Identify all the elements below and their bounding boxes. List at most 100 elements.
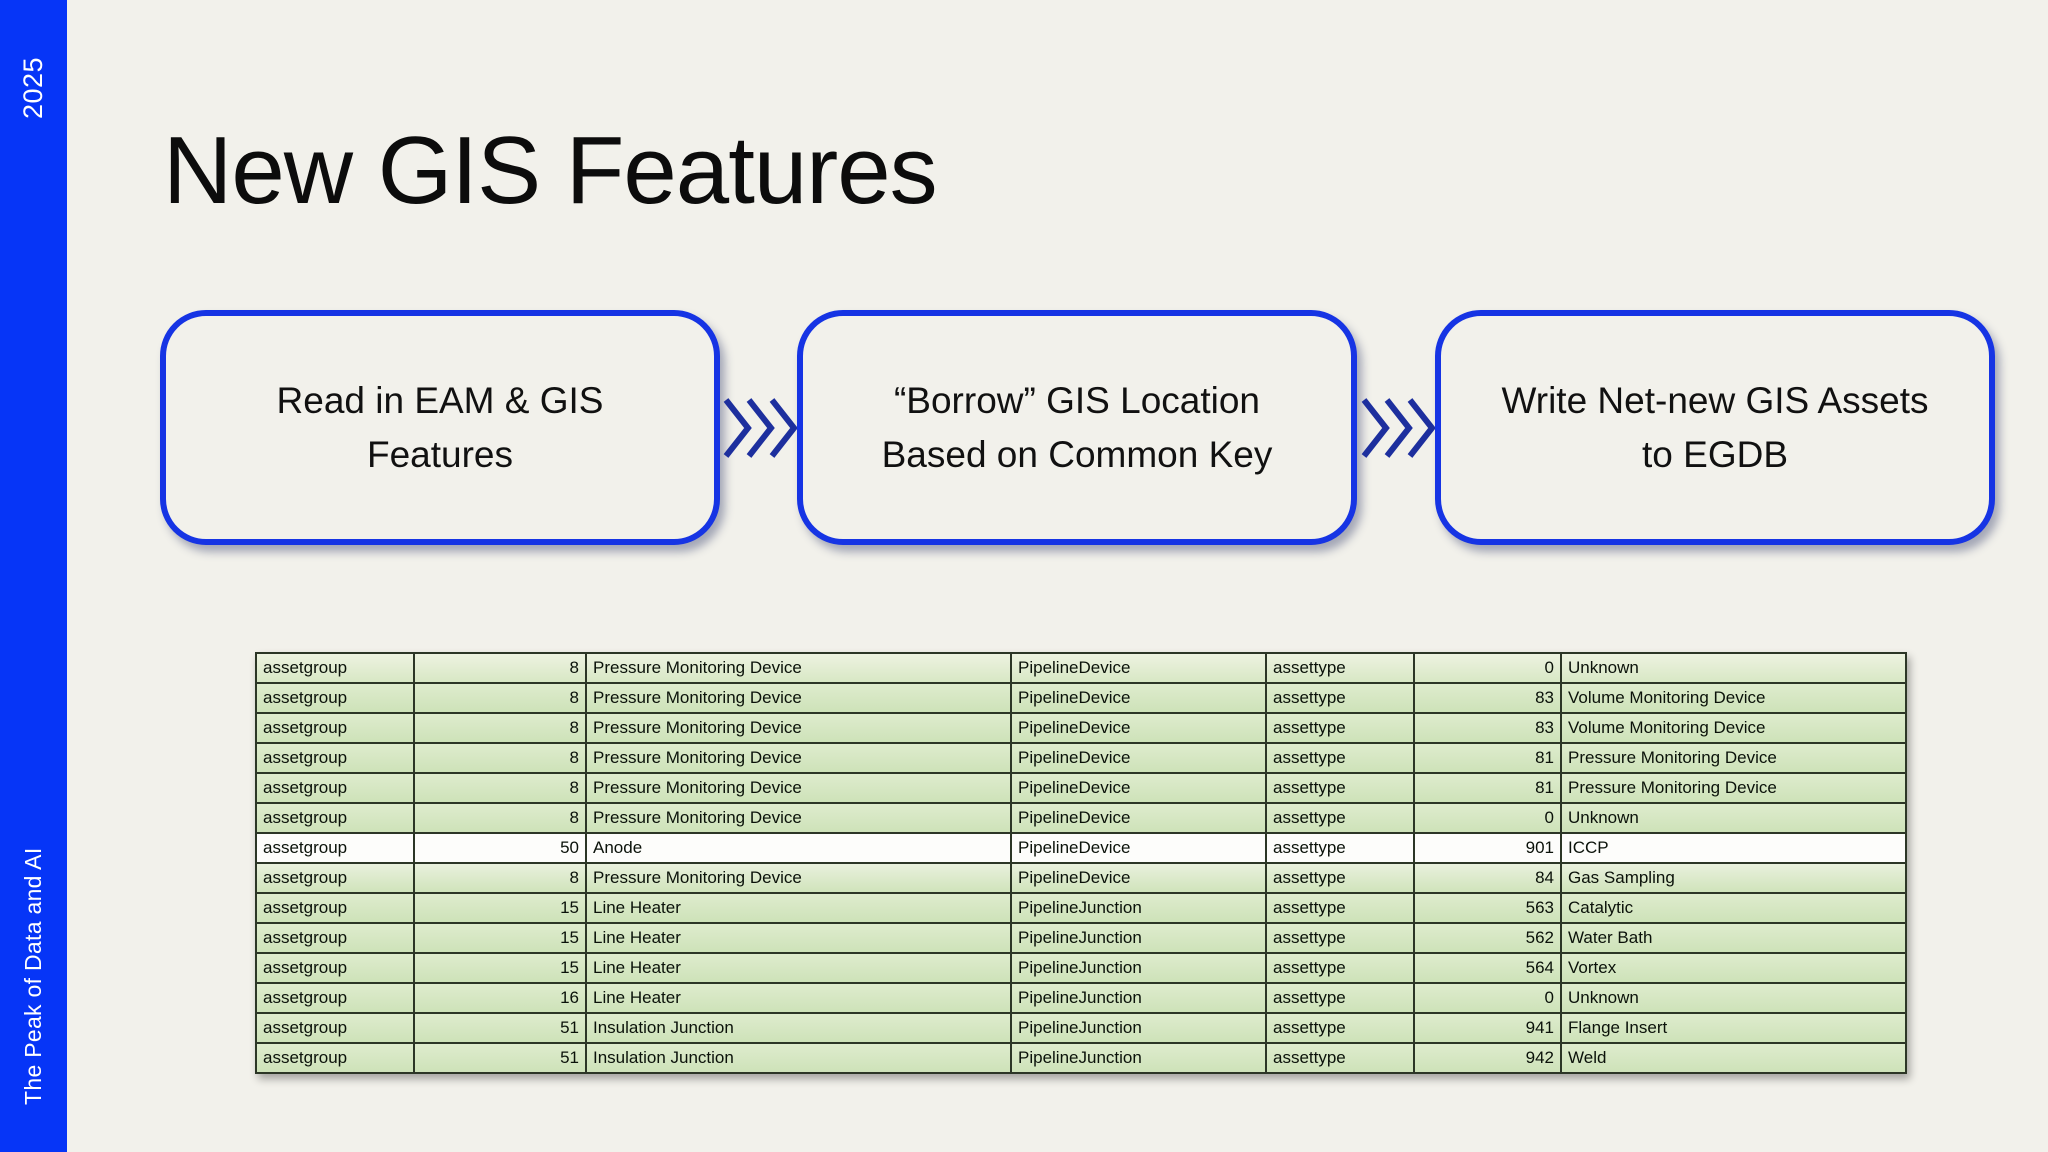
table-cell: assettype [1265, 802, 1415, 834]
flow-step-label-line: to EGDB [1642, 433, 1788, 475]
table-cell: Pressure Monitoring Device [1560, 772, 1907, 804]
table-cell: 8 [413, 742, 587, 774]
table-cell: PipelineJunction [1010, 922, 1267, 954]
table-cell: 564 [1413, 952, 1562, 984]
table-cell: 81 [1413, 742, 1562, 774]
table-cell: assetgroup [255, 802, 415, 834]
table-cell: assettype [1265, 952, 1415, 984]
flow-step-label-line: Read in EAM & GIS [276, 379, 604, 421]
table-cell: assetgroup [255, 862, 415, 894]
table-cell: 0 [1413, 982, 1562, 1014]
table-cell: 8 [413, 772, 587, 804]
table-cell: 8 [413, 682, 587, 714]
flow-step-write-net-new-assets: Write Net-new GIS Assets to EGDB [1435, 310, 1995, 545]
table-cell: Pressure Monitoring Device [585, 712, 1012, 744]
table-cell: Line Heater [585, 892, 1012, 924]
brand-rail: 2025 The Peak of Data and AI [0, 0, 67, 1152]
table-cell: Catalytic [1560, 892, 1907, 924]
table-cell: assetgroup [255, 1012, 415, 1044]
table-cell: 8 [413, 652, 587, 684]
table-cell: Flange Insert [1560, 1012, 1907, 1044]
table-cell: PipelineJunction [1010, 982, 1267, 1014]
flow-step-label-line: Based on Common Key [881, 433, 1273, 475]
table-cell: Pressure Monitoring Device [585, 742, 1012, 774]
table-cell: assettype [1265, 772, 1415, 804]
table-cell: PipelineDevice [1010, 652, 1267, 684]
table-cell: 50 [413, 832, 587, 864]
flow-step-read-eam-gis: Read in EAM & GIS Features [160, 310, 720, 545]
table-cell: 51 [413, 1012, 587, 1044]
table-cell: assettype [1265, 892, 1415, 924]
footer-brand-label: The Peak of Data and AI [20, 847, 46, 1105]
table-cell: assetgroup [255, 952, 415, 984]
table-cell: 84 [1413, 862, 1562, 894]
table-cell: assetgroup [255, 652, 415, 684]
table-cell: Volume Monitoring Device [1560, 682, 1907, 714]
table-cell: Line Heater [585, 952, 1012, 984]
table-cell: 8 [413, 712, 587, 744]
table-cell: assettype [1265, 832, 1415, 864]
flow-chevrons-icon [723, 398, 798, 458]
table-cell: Line Heater [585, 982, 1012, 1014]
table-cell: assettype [1265, 652, 1415, 684]
table-cell: PipelineJunction [1010, 1042, 1267, 1074]
year-label: 2025 [18, 56, 48, 120]
table-cell: Insulation Junction [585, 1042, 1012, 1074]
table-cell: 942 [1413, 1042, 1562, 1074]
table-cell: PipelineDevice [1010, 862, 1267, 894]
table-cell: 15 [413, 892, 587, 924]
table-cell: 0 [1413, 652, 1562, 684]
flow-step-label-line: “Borrow” GIS Location [893, 379, 1261, 421]
table-cell: Line Heater [585, 922, 1012, 954]
table-cell: PipelineDevice [1010, 712, 1267, 744]
page-title: New GIS Features [163, 117, 938, 225]
table-cell: assettype [1265, 922, 1415, 954]
table-cell: ICCP [1560, 832, 1907, 864]
table-cell: PipelineJunction [1010, 952, 1267, 984]
table-cell: assetgroup [255, 832, 415, 864]
table-cell: 16 [413, 982, 587, 1014]
table-cell: Gas Sampling [1560, 862, 1907, 894]
table-cell: 8 [413, 862, 587, 894]
table-cell: Unknown [1560, 982, 1907, 1014]
table-cell: PipelineDevice [1010, 742, 1267, 774]
table-cell: Pressure Monitoring Device [585, 772, 1012, 804]
table-cell: Unknown [1560, 802, 1907, 834]
table-cell: 15 [413, 952, 587, 984]
table-cell: assetgroup [255, 772, 415, 804]
table-cell: PipelineDevice [1010, 832, 1267, 864]
table-cell: 83 [1413, 682, 1562, 714]
table-cell: 83 [1413, 712, 1562, 744]
table-cell: assetgroup [255, 682, 415, 714]
table-cell: Pressure Monitoring Device [585, 802, 1012, 834]
flow-step-label-line: Write Net-new GIS Assets [1501, 379, 1929, 421]
table-cell: Vortex [1560, 952, 1907, 984]
table-cell: PipelineJunction [1010, 1012, 1267, 1044]
table-cell: assetgroup [255, 742, 415, 774]
table-cell: Volume Monitoring Device [1560, 712, 1907, 744]
table-cell: assettype [1265, 682, 1415, 714]
table-cell: assettype [1265, 982, 1415, 1014]
table-cell: Pressure Monitoring Device [585, 652, 1012, 684]
table-cell: 901 [1413, 832, 1562, 864]
flow-step-borrow-gis-location: “Borrow” GIS Location Based on Common Ke… [797, 310, 1357, 545]
table-cell: assettype [1265, 862, 1415, 894]
table-cell: 941 [1413, 1012, 1562, 1044]
table-cell: 0 [1413, 802, 1562, 834]
table-cell: assetgroup [255, 1042, 415, 1074]
table-cell: Pressure Monitoring Device [1560, 742, 1907, 774]
flow-chevrons-icon [1361, 398, 1436, 458]
table-cell: PipelineDevice [1010, 682, 1267, 714]
table-cell: 15 [413, 922, 587, 954]
table-cell: PipelineDevice [1010, 802, 1267, 834]
table-cell: 81 [1413, 772, 1562, 804]
